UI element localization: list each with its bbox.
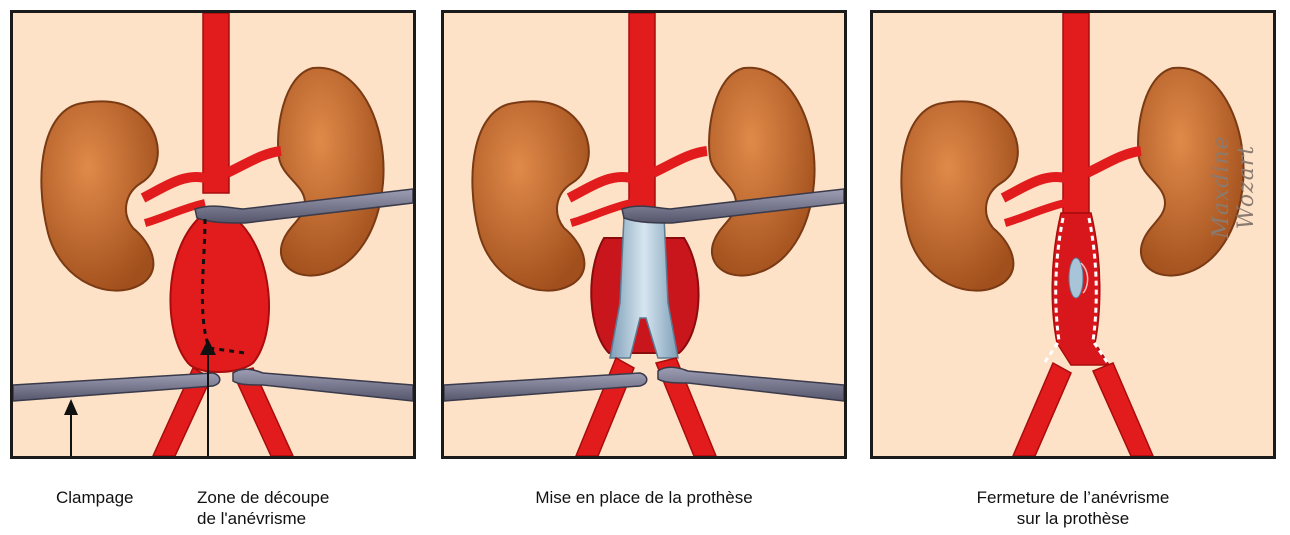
kidney-icon <box>901 101 1017 290</box>
clamping-illustration <box>13 13 413 456</box>
artery-icon <box>576 358 634 456</box>
panel-closure: Maxdine Wozart <box>870 10 1276 459</box>
artery-icon <box>1093 363 1153 456</box>
kidney-icon <box>709 68 815 276</box>
kidney-icon <box>278 68 384 276</box>
caption-closure-line-2: sur la prothèse <box>870 508 1276 529</box>
signature: Maxdine Wozart <box>1209 97 1259 277</box>
panel-prosthesis-placement <box>441 10 847 459</box>
panel-clamping <box>10 10 416 459</box>
label-clamping: Clampage <box>56 487 134 508</box>
artery-icon <box>1063 13 1089 213</box>
caption-closure-line-1: Fermeture de l’anévrisme <box>870 487 1276 508</box>
caption-prosthesis-placement: Mise en place de la prothèse <box>441 487 847 508</box>
artery-icon <box>629 13 655 213</box>
prosthesis-illustration <box>444 13 844 456</box>
label-cut-zone-line-2: de l'anévrisme <box>197 508 306 529</box>
artery-icon <box>1013 363 1071 456</box>
kidney-icon <box>41 101 157 290</box>
artery-icon <box>203 13 229 193</box>
label-cut-zone-line-1: Zone de découpe <box>197 487 329 508</box>
